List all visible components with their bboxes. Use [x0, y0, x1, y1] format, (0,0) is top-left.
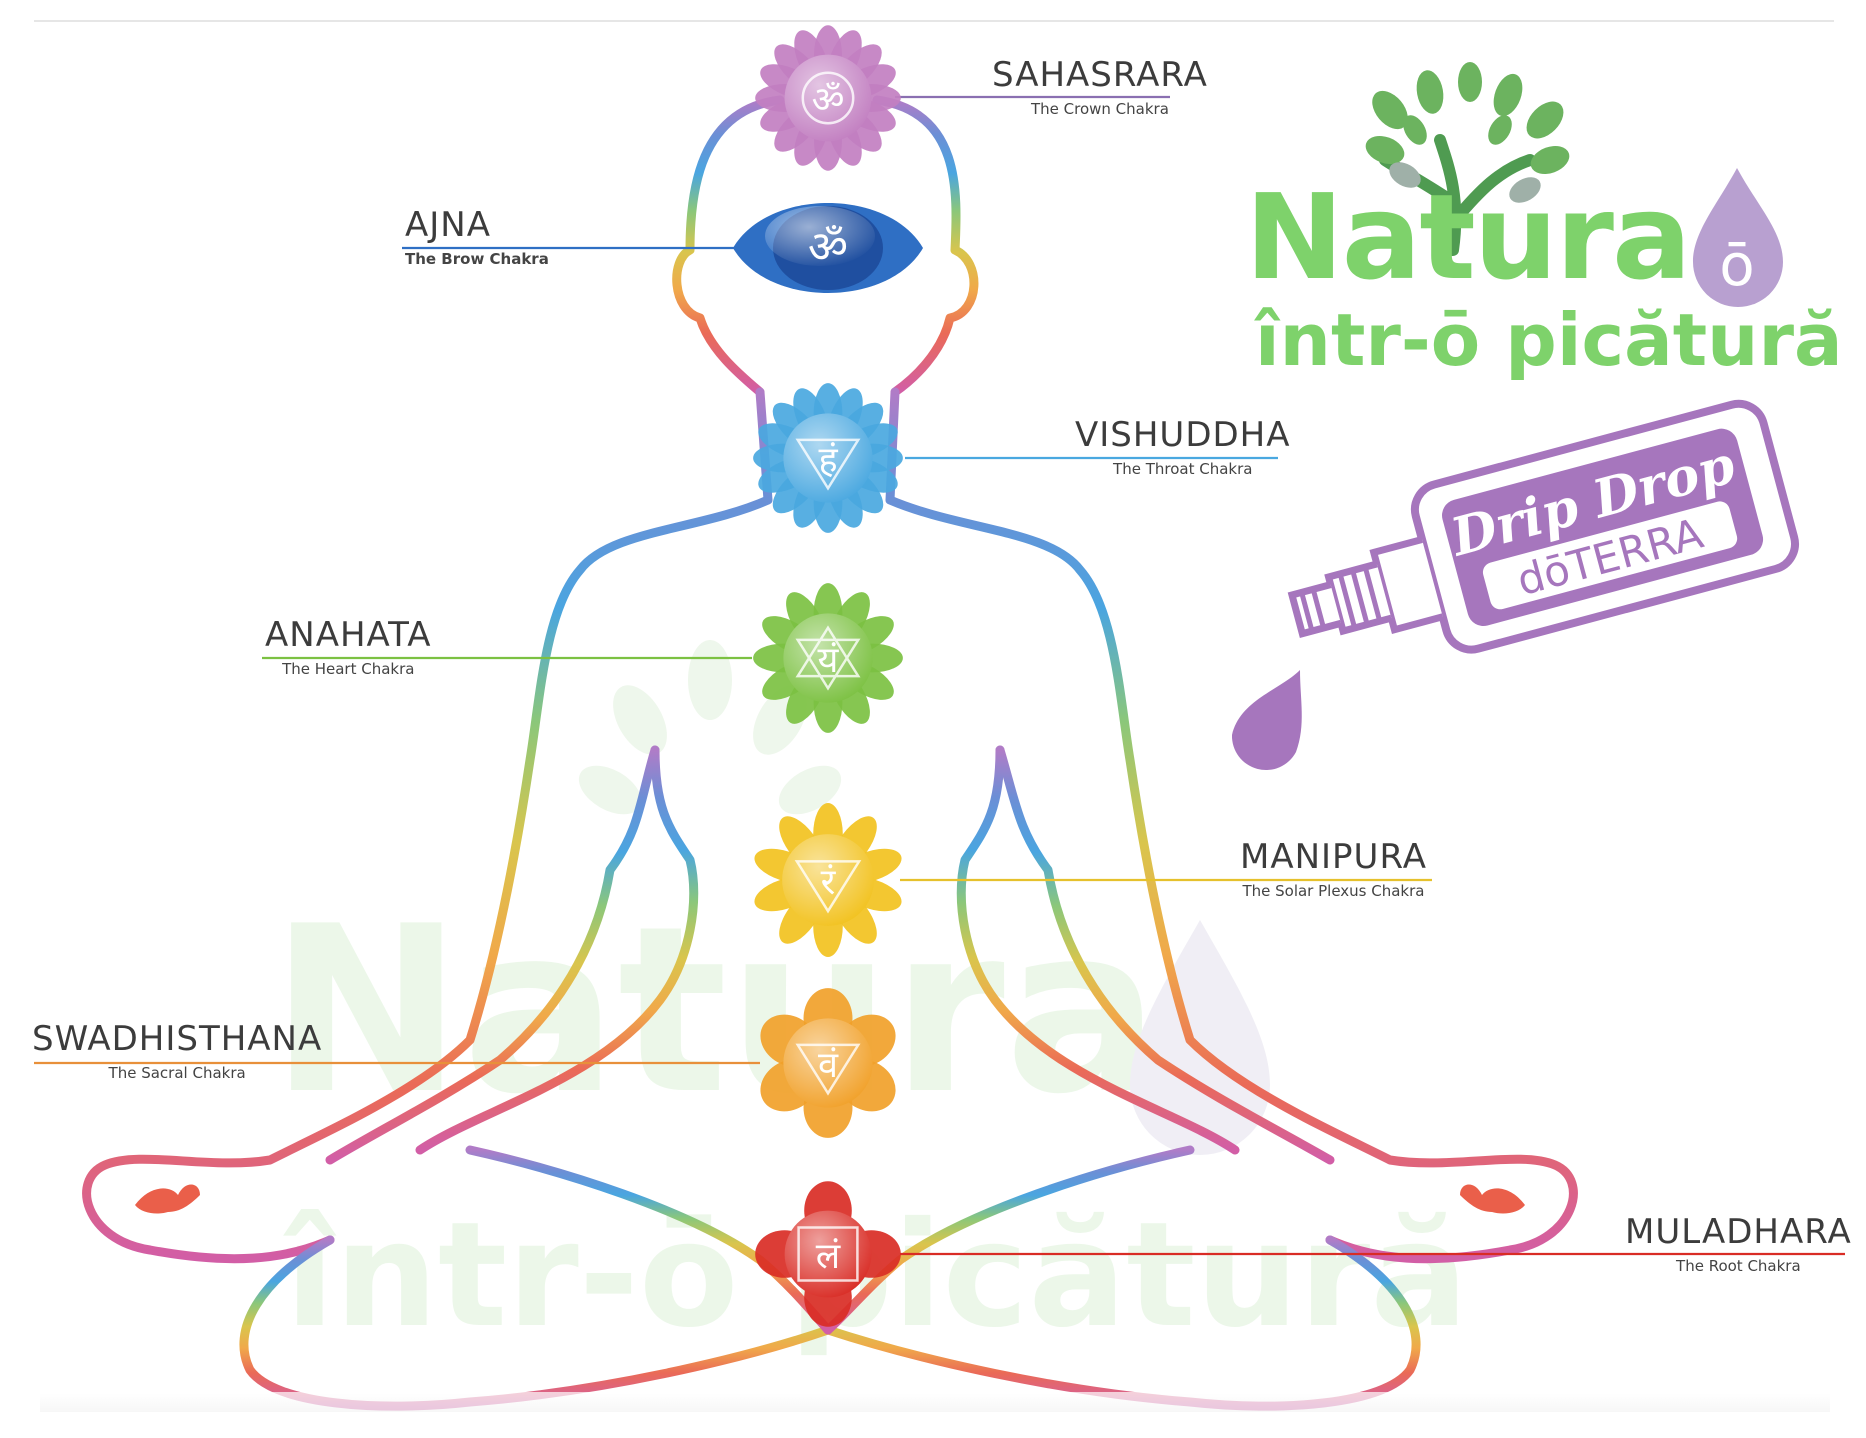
purple-drop-icon	[1693, 168, 1783, 307]
left-hand-mudra	[135, 1184, 200, 1214]
chakra-bija-glyph: रं	[821, 862, 837, 903]
drip-drop-icon	[1231, 670, 1302, 771]
chakra-sahasrara-icon: ॐ	[755, 25, 901, 171]
chakra-ajna-icon: ॐ	[733, 203, 923, 293]
chakra-subtitle: The Crown Chakra	[1030, 100, 1169, 118]
svg-text:Natura: Natura	[270, 878, 1160, 1145]
chakra-symbols: ॐ ॐ हं यं रं वं लं	[733, 25, 923, 1327]
natura-tree-logo: ō Natura într-ō picătură	[1245, 62, 1843, 382]
chakra-bija-glyph: ॐ	[812, 80, 845, 121]
chakra-bija-glyph: ॐ	[808, 222, 848, 273]
chakra-bija-glyph: वं	[818, 1045, 839, 1086]
chakra-name: MANIPURA	[1240, 837, 1427, 877]
drop-letter: ō	[1719, 231, 1755, 299]
label-muladhara: MULADHARA The Root Chakra	[1625, 1215, 1852, 1274]
meditating-body-outline	[82, 95, 1578, 1411]
label-anahata: ANAHATA The Heart Chakra	[265, 618, 432, 677]
chakra-bija-glyph: लं	[816, 1236, 841, 1277]
label-sahasrara: SAHASRARA The Crown Chakra	[992, 58, 1208, 117]
chakra-subtitle: The Heart Chakra	[282, 660, 415, 678]
chakra-swadhisthana-icon: वं	[760, 988, 896, 1138]
chakra-muladhara-icon: लं	[755, 1181, 901, 1327]
connector-lines	[34, 95, 1845, 1256]
chakra-name: SWADHISTHANA	[32, 1019, 323, 1059]
top-divider	[34, 20, 1834, 22]
chakra-name: ANAHATA	[265, 615, 432, 655]
chakra-anahata-icon: यं	[753, 583, 903, 733]
chakra-subtitle: The Sacral Chakra	[108, 1064, 246, 1082]
chakra-subtitle: The Solar Plexus Chakra	[1242, 882, 1425, 900]
logo-subtitle: într-ō picătură	[1254, 298, 1843, 382]
chakra-name: MULADHARA	[1625, 1212, 1852, 1252]
chakra-name: AJNA	[405, 205, 491, 245]
drip-drop-doterra-badge: Drip Drop dōTERRA	[1287, 399, 1799, 654]
chakra-name: SAHASRARA	[992, 55, 1208, 95]
chakra-bija-glyph: यं	[818, 640, 840, 681]
chakra-manipura-icon: रं	[754, 803, 902, 957]
chakra-subtitle: The Root Chakra	[1676, 1257, 1801, 1275]
label-swadhisthana: SWADHISTHANA The Sacral Chakra	[32, 1022, 322, 1081]
chakra-subtitle: The Throat Chakra	[1113, 460, 1253, 478]
label-ajna: AJNA The Brow Chakra	[405, 208, 549, 267]
right-hand-mudra	[1460, 1184, 1525, 1214]
chakra-bija-glyph: हं	[818, 440, 838, 481]
label-vishuddha: VISHUDDHA The Throat Chakra	[1075, 418, 1291, 477]
chakra-subtitle: The Brow Chakra	[405, 250, 549, 268]
bottom-fade	[40, 1392, 1830, 1412]
label-manipura: MANIPURA The Solar Plexus Chakra	[1240, 840, 1427, 899]
logo-title: Natura	[1245, 168, 1690, 306]
bottle-neck	[1287, 536, 1444, 638]
chakra-vishuddha-icon: हं	[753, 383, 903, 533]
chakra-name: VISHUDDHA	[1075, 415, 1291, 455]
